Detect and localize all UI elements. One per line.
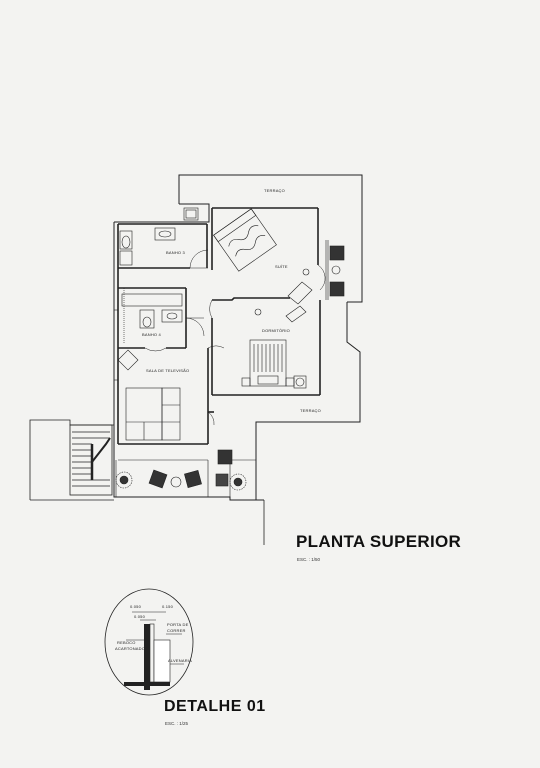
detail-dim-2: 0.150 [162,604,174,609]
plan-scale: ESC. : 1/50 [297,557,321,562]
detail-title: DETALHE 01 [164,698,266,715]
outer-walls [113,174,363,545]
interior-walls [117,207,321,445]
detail-scale: ESC. : 1/25 [165,721,189,726]
suite-furniture [213,208,313,305]
dormitorio-furniture [241,305,307,389]
label-sala-tv: SALA DE TELEVISÃO [146,368,189,373]
bathroom-3-fixtures [119,207,199,266]
label-banho4: BANHO 4 [142,332,162,337]
label-terraco-top: TERRAÇO [264,188,285,193]
detail-label-porta: PORTA DE [167,622,189,627]
terrace-furniture [115,245,345,491]
label-suite: SUÍTE [275,264,288,269]
label-terraco-right: TERRAÇO [300,408,321,413]
sala-tv-furniture [117,349,181,441]
label-dormitorio: DORMITÓRIO [262,328,290,333]
detail-dim-1: 0.050 [130,604,142,609]
detail-dim-3: 0.050 [134,614,146,619]
detail-label-correr: CORRER [167,628,186,633]
plan-title: PLANTA SUPERIOR [296,532,462,551]
detail-01-drawing: 0.050 0.150 0.050 PORTA DE CORRER REBOCO… [104,588,194,696]
label-banho3: BANHO 3 [166,250,186,255]
detail-label-alvenaria: ALVENARIA [168,658,192,663]
stairwell [29,419,114,501]
detail-label-acartonado: ACARTONADO [115,646,145,651]
detail-label-reboco: REBOCO [117,640,136,645]
bathroom-4-fixtures [121,293,183,329]
door-swings [144,249,326,426]
